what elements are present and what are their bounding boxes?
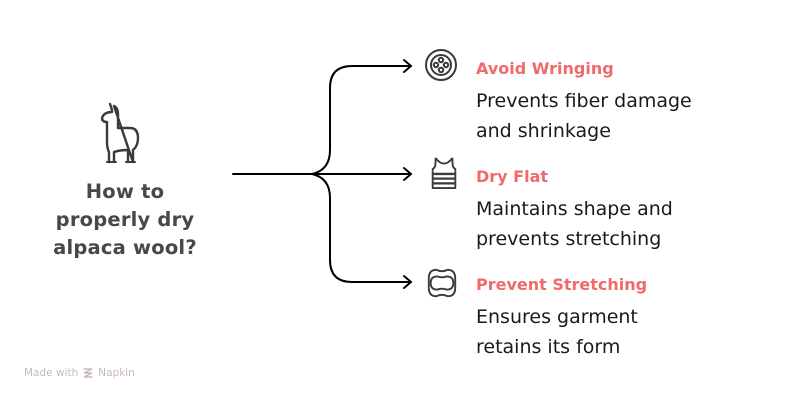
question-line: properly dry bbox=[55, 208, 195, 231]
napkin-logo-icon bbox=[83, 368, 93, 378]
made-with-label: Made with bbox=[24, 367, 79, 379]
branch-title: Prevent Stretching bbox=[476, 275, 648, 294]
central-question: How to properly dry alpaca wool? bbox=[40, 178, 210, 262]
alpaca-icon bbox=[100, 102, 140, 164]
made-with-napkin: Made with Napkin bbox=[24, 367, 135, 379]
button-icon bbox=[425, 49, 457, 81]
branch-title: Dry Flat bbox=[476, 167, 549, 186]
question-line: alpaca wool? bbox=[53, 236, 197, 259]
branch-title: Avoid Wringing bbox=[476, 59, 614, 78]
branch-description: Maintains shape and prevents stretching bbox=[476, 198, 673, 250]
elastic-band-icon bbox=[427, 268, 457, 298]
question-line: How to bbox=[85, 180, 165, 203]
tank-top-icon bbox=[431, 157, 457, 190]
branch-description: Ensures garment retains its form bbox=[476, 306, 638, 358]
branch-description: Prevents fiber damage and shrinkage bbox=[476, 90, 692, 142]
napkin-brand: Napkin bbox=[98, 367, 135, 379]
